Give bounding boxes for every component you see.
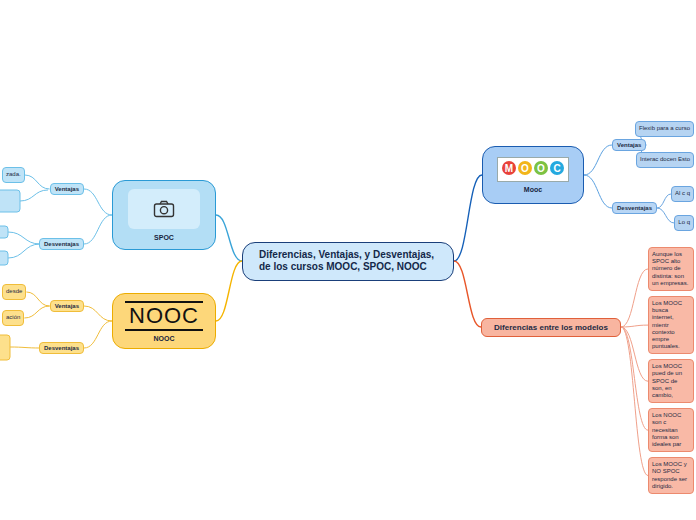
node-text: Los MOOC pued de un SPOC de son, en camb… (652, 363, 690, 399)
branch-connector (621, 269, 648, 327)
logo-text: NOOC (125, 301, 203, 331)
node-text: Diferencias entre los modelos (490, 323, 612, 332)
branch-connector (84, 321, 112, 348)
branch-connector (216, 261, 242, 321)
node-text: SPOC (154, 234, 174, 241)
node-text: Los MOOC y NO SPOC responde ser dirigido… (652, 461, 690, 490)
leaf-box: Los NOOC son c necesitan forma son ideal… (648, 408, 694, 452)
logo-letter: O (534, 161, 548, 175)
central-topic: Diferencias, Ventajas, y Desventajas, de… (242, 242, 454, 281)
node-text: Los MOOC busca internet, mientr contexto… (652, 300, 690, 350)
leader-line (8, 244, 40, 258)
node-text: Desventajas (617, 205, 652, 211)
branch-connector (454, 175, 482, 261)
node-text: desde (6, 288, 22, 295)
node-text: Diferencias, Ventajas, y Desventajas, de… (259, 249, 437, 274)
category-pill: Ventajas (612, 139, 646, 151)
leaf-box: Flexib para a curso (635, 121, 694, 136)
branch-connector (657, 194, 671, 208)
leaf-box: Los MOOC busca internet, mientr contexto… (648, 296, 694, 354)
mooc-logo: MOOC (497, 157, 569, 182)
cut-leaf (0, 226, 8, 238)
branch-connector (621, 327, 648, 476)
leaf-box: Los MOOC pued de un SPOC de son, en camb… (648, 359, 694, 403)
node-text: Flexib para a curso (639, 125, 690, 132)
branch-connector (584, 175, 612, 208)
category-pill: Ventajas (50, 183, 84, 195)
node-text: Desventajas (44, 345, 79, 351)
node-text: ación (6, 314, 20, 321)
leader-line (10, 347, 40, 348)
logo-letter: O (518, 161, 532, 175)
cut-leaf (0, 251, 8, 265)
node-text: zada. (6, 171, 21, 178)
branch-connector (216, 215, 242, 261)
branch-node: NOOC NOOC (112, 293, 216, 349)
branch-node: SPOC (112, 180, 216, 250)
branch-connector (24, 306, 49, 318)
category-pill: Desventajas (39, 342, 84, 354)
branch-node: Diferencias entre los modelos (481, 318, 621, 337)
category-pill: Desventajas (612, 202, 657, 214)
branch-connector (584, 145, 612, 175)
branch-connector (26, 292, 49, 306)
camera-icon (153, 200, 175, 218)
leaf-box: Al c q (671, 186, 694, 201)
branch-connector (454, 261, 481, 327)
branch-connector (84, 215, 112, 244)
image-panel (128, 189, 200, 229)
category-pill: Ventajas (50, 300, 84, 312)
leader-line (20, 190, 48, 201)
node-text: Ventajas (617, 142, 641, 148)
node-text: Interac docen Esto (640, 156, 690, 163)
branch-connector (621, 325, 648, 327)
leader-line (8, 232, 40, 244)
node-text: Ventajas (55, 303, 79, 309)
branch-node: MOOCMooc (482, 146, 584, 204)
node-text: Mooc (524, 186, 542, 193)
node-text: Lo q (678, 219, 690, 226)
node-text: Aunque los SPOC alto número de distinta:… (652, 251, 690, 287)
leaf-box: Aunque los SPOC alto número de distinta:… (648, 247, 694, 291)
cut-leaf (0, 190, 20, 212)
branch-connector (25, 175, 50, 189)
cut-leaf (0, 335, 10, 360)
node-text: Ventajas (55, 186, 79, 192)
branch-connector (84, 189, 112, 215)
logo-letter: M (502, 161, 516, 175)
branch-connector (621, 327, 648, 430)
leaf-box: ación (2, 310, 24, 325)
leaf-box: Lo q (674, 215, 694, 230)
branch-connector (84, 306, 112, 321)
node-text: Desventajas (44, 241, 79, 247)
logo-letter: C (550, 161, 564, 175)
node-text: NOOC (154, 335, 175, 342)
leaf-box: Los MOOC y NO SPOC responde ser dirigido… (648, 457, 694, 494)
leaf-box: Interac docen Esto (636, 152, 694, 167)
leaf-box: desde (2, 284, 26, 299)
branch-connector (621, 327, 648, 381)
leaf-box: zada. (2, 167, 25, 182)
node-text: Los NOOC son c necesitan forma son ideal… (652, 412, 690, 448)
node-text: Al c q (675, 190, 690, 197)
branch-connector (657, 208, 674, 223)
category-pill: Desventajas (39, 238, 84, 250)
